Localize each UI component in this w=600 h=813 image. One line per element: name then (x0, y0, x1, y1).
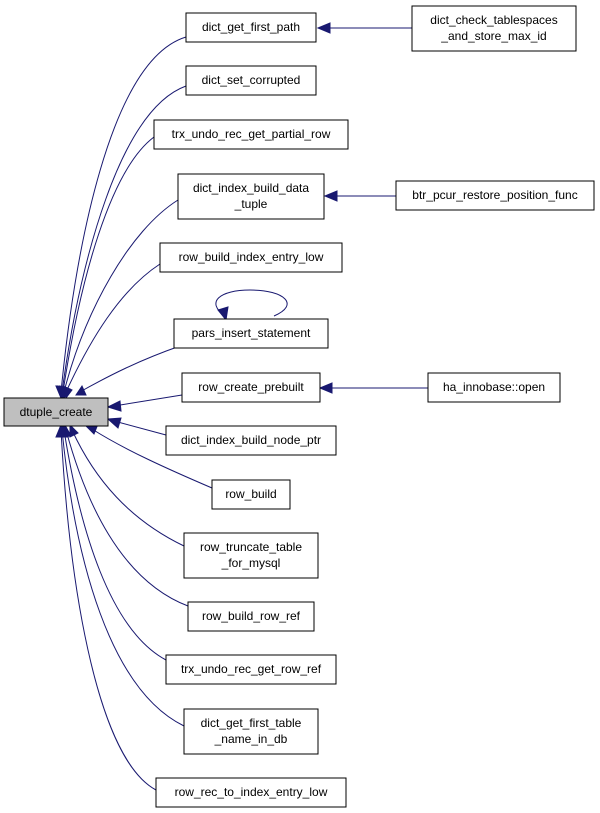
node-label: row_rec_to_index_entry_low (175, 785, 328, 799)
edge-pars-insert-statement (77, 345, 181, 394)
node-row-create-prebuilt[interactable]: row_create_prebuilt (181, 372, 321, 403)
node-row-build-index-entry-low[interactable]: row_build_index_entry_low (159, 242, 343, 273)
edge-row-rec-to-index-entry-low (60, 429, 157, 791)
arrowhead (62, 385, 73, 400)
node-label: _tuple (234, 197, 268, 211)
node-label: dict_index_build_node_ptr (181, 433, 321, 447)
node-trx-undo-rec-get-partial-row[interactable]: trx_undo_rec_get_partial_row (153, 119, 349, 150)
edge-row-truncate-table (71, 429, 185, 547)
node-label: ha_innobase::open (443, 380, 545, 394)
node-label: _name_in_db (214, 732, 288, 746)
node-label: dict_index_build_data (193, 181, 309, 195)
arrowhead (316, 22, 331, 34)
node-label: pars_insert_statement (192, 326, 311, 340)
node-label: _for_mysql (221, 556, 281, 570)
node-ha-innobase-open[interactable]: ha_innobase::open (427, 372, 561, 403)
arrowhead (106, 417, 122, 429)
node-label: row_build_index_entry_low (179, 250, 324, 264)
arrowhead (106, 400, 122, 412)
node-btr-pcur-restore-position-func[interactable]: btr_pcur_restore_position_func (395, 180, 595, 211)
node-row-truncate-table-for-mysql[interactable]: row_truncate_table _for_mysql (183, 532, 319, 579)
node-dtuple-create[interactable]: dtuple_create (3, 397, 109, 427)
edge-dict-get-first-table-name (61, 429, 185, 727)
node-label: row_build (225, 487, 276, 501)
edge-dict-get-first-path (60, 36, 187, 393)
edge-trx-undo-rec-get-row-ref (63, 429, 167, 661)
edge-pars-insert-self-loop (215, 289, 288, 317)
node-label: _and_store_max_id (440, 29, 546, 43)
edge-dict-index-build-data-tuple (63, 199, 179, 393)
node-label: trx_undo_rec_get_row_ref (181, 662, 322, 676)
node-label: row_create_prebuilt (198, 380, 304, 394)
arrowhead (55, 423, 66, 438)
node-label: row_truncate_table (200, 540, 302, 554)
node-label: btr_pcur_restore_position_func (412, 188, 577, 202)
node-trx-undo-rec-get-row-ref[interactable]: trx_undo_rec_get_row_ref (165, 654, 337, 685)
node-dict-index-build-data-tuple[interactable]: dict_index_build_data _tuple (177, 173, 325, 220)
node-pars-insert-statement[interactable]: pars_insert_statement (173, 318, 329, 349)
edge-dict-index-build-node-ptr (113, 420, 167, 436)
node-label: dict_set_corrupted (202, 73, 301, 87)
arrowhead (318, 382, 333, 394)
node-dict-index-build-node-ptr[interactable]: dict_index_build_node_ptr (165, 425, 337, 456)
edge-row-create-prebuilt (113, 394, 183, 407)
node-row-build-row-ref[interactable]: row_build_row_ref (187, 601, 315, 632)
arrowhead (323, 190, 338, 202)
node-row-rec-to-index-entry-low[interactable]: row_rec_to_index_entry_low (155, 777, 347, 808)
edge-row-build (91, 428, 213, 489)
edge-row-build-row-ref (65, 429, 189, 607)
node-dict-get-first-path[interactable]: dict_get_first_path (185, 12, 317, 43)
node-label: trx_undo_rec_get_partial_row (172, 127, 331, 141)
arrowhead (69, 423, 79, 438)
node-label: dict_get_first_table (201, 716, 302, 730)
node-label: row_build_row_ref (202, 609, 301, 623)
node-label: dtuple_create (20, 405, 93, 419)
node-dict-get-first-table-name-in-db[interactable]: dict_get_first_table _name_in_db (183, 708, 319, 755)
arrowhead (217, 306, 229, 322)
edge-row-build-index-entry-low (65, 263, 161, 393)
node-dict-check-tablespaces[interactable]: dict_check_tablespaces _and_store_max_id (411, 5, 577, 52)
node-label: dict_get_first_path (202, 20, 300, 34)
edge-dict-set-corrupted (61, 85, 187, 393)
node-row-build[interactable]: row_build (211, 479, 291, 510)
edge-trx-undo-rec-get-partial-row (62, 136, 155, 393)
edges (55, 22, 428, 791)
arrowhead (75, 384, 87, 396)
node-dict-set-corrupted[interactable]: dict_set_corrupted (185, 65, 317, 96)
node-label: dict_check_tablespaces (430, 13, 557, 27)
